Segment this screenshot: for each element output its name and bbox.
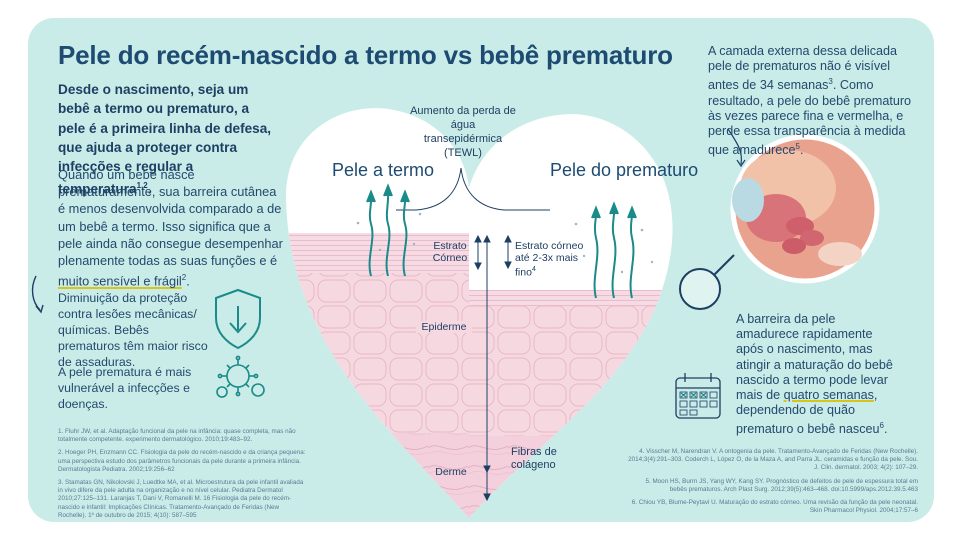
infographic-graphics — [31, 108, 880, 518]
label-epiderme: Epiderme — [416, 321, 472, 333]
highlight-fragile: muito sensível e frágil — [58, 273, 182, 289]
curved-arrow-icon — [31, 275, 41, 311]
references-right: 4. Visscher M, Narendran V. A ontogenia … — [628, 448, 918, 515]
shield-down-arrow-icon — [215, 288, 261, 350]
intro-paragraph: Quando um bebê nasce prematuramente, sua… — [58, 167, 283, 289]
intro-lead: Desde o nascimento, seja um bebê a termo… — [58, 82, 272, 198]
heart-premature-title: Pele do prematuro — [550, 160, 699, 180]
references-left: 1. Fluhr JW, et al. Adaptação funcional … — [58, 428, 306, 519]
highlight-four-weeks: quatro semanas — [783, 388, 874, 403]
right-bottom-text: A barreira da pele amadurece rapidamente… — [736, 312, 893, 437]
infographic-panel: Pele do recém-nascido a termo vs bebê pr… — [28, 18, 934, 522]
water-loss-arrow-icon — [366, 183, 410, 277]
virus-icon — [216, 355, 265, 398]
water-loss-arrow-icon — [591, 201, 637, 299]
heart-premature-skin — [469, 114, 673, 518]
right-top-text: A camada externa dessa delicada pele de … — [708, 44, 912, 158]
protection-text: Diminuição da proteção contra lesões mec… — [58, 291, 208, 369]
heart-term-title: Pele a termo — [332, 160, 435, 180]
premature-baby-hand-photo — [730, 134, 880, 284]
magnifier-icon — [679, 254, 735, 310]
calendar-icon — [675, 373, 721, 419]
infection-text: A pele prematura é mais vulnerável a inf… — [58, 365, 192, 411]
label-derme: Derme — [435, 466, 467, 478]
page-title: Pele do recém-nascido a termo vs bebê pr… — [58, 40, 673, 70]
